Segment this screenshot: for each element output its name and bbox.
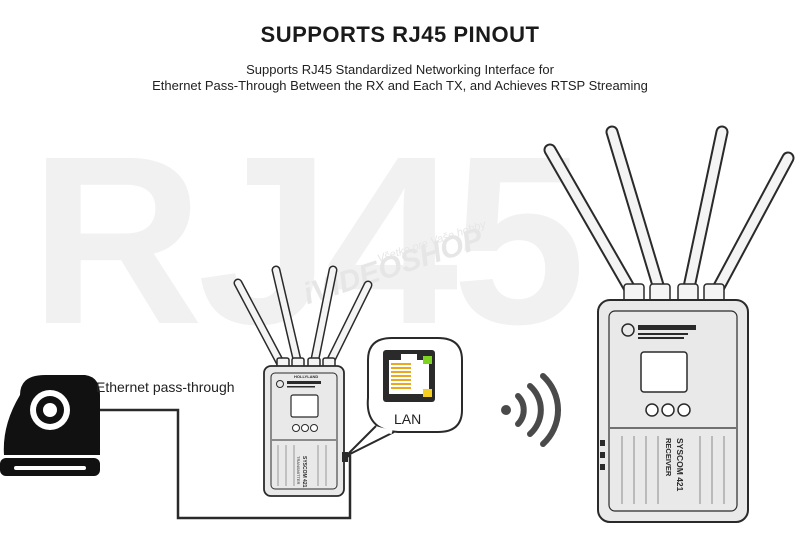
- page-title: SUPPORTS RJ45 PINOUT: [260, 22, 540, 47]
- lan-label: LAN: [394, 411, 422, 427]
- subtitle-line-1: Supports RJ45 Standardized Networking In…: [246, 62, 554, 77]
- transmitter-model-text: SYSCOM 421: [301, 456, 307, 488]
- page-subtitle: Supports RJ45 Standardized Networking In…: [0, 62, 800, 94]
- ethernet-cable: [95, 408, 352, 520]
- transmitter-brand-text: HOLLYLAND: [294, 374, 318, 379]
- receiver-device: [597, 299, 749, 523]
- led-yellow: [423, 389, 432, 397]
- receiver-role-text: RECEIVER: [664, 438, 673, 477]
- transmitter-device: [263, 365, 348, 497]
- transmitter-antennas: [233, 265, 373, 371]
- subtitle-line-2: Ethernet Pass-Through Between the RX and…: [152, 78, 648, 93]
- transmitter-role-text: TRANSMITTER: [296, 456, 301, 485]
- ptz-camera-icon: [0, 375, 100, 476]
- led-green: [423, 356, 432, 364]
- receiver-model-text: SYSCOM 421: [675, 438, 685, 492]
- background-rj45-text: RJ45: [30, 106, 586, 374]
- rj45-callout: [345, 337, 463, 457]
- rj45-port-icon: [383, 350, 435, 402]
- ethernet-pass-through-label: Ethernet pass-through: [96, 379, 235, 395]
- wireless-signal-icon: [501, 373, 562, 447]
- receiver-antennas: [543, 125, 795, 305]
